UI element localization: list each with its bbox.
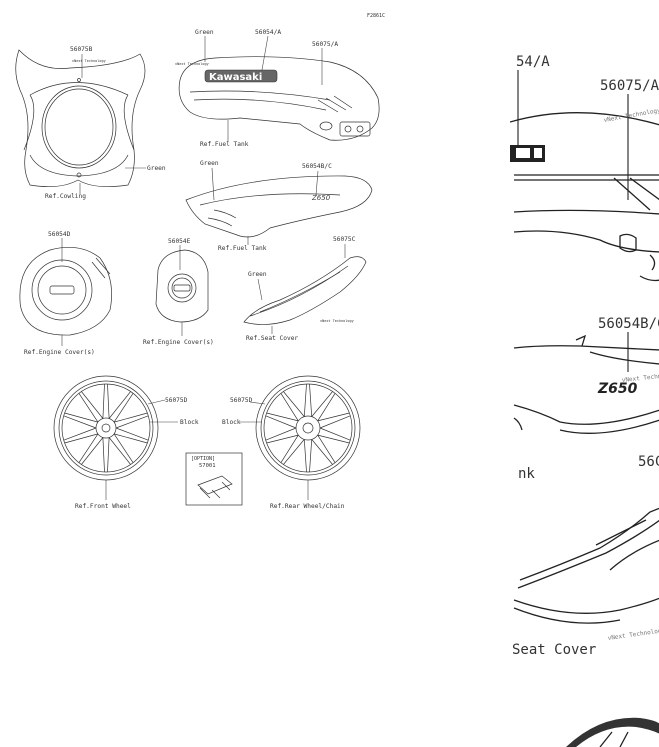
cowling-color-label: Green — [147, 165, 166, 172]
zoom-side-cover-part: 56054B/C — [598, 316, 659, 332]
zoom-sticker-1: vNext Technology — [603, 107, 659, 124]
wheel-spoke — [309, 383, 333, 417]
tank-color-label: Green — [195, 29, 214, 36]
figure-code: F2861C — [367, 13, 385, 19]
wheel-spoke — [115, 415, 149, 441]
option-label: [OPTION] — [191, 456, 215, 462]
engine-cover-left-outline — [19, 247, 112, 336]
wheel-spoke — [266, 393, 299, 422]
fuel-tank-group: Green 56054/A 56075/A Kawasaki vNext Tec… — [175, 29, 380, 148]
zoomed-detail-view: 54/A 56075/A vNext Technology 56054B/C v… — [510, 54, 659, 747]
wheel-spoke — [107, 383, 131, 419]
wheel-spoke — [265, 415, 297, 441]
seat-ref-label: Ref.Seat Cover — [246, 335, 298, 342]
wheel-spoke — [283, 439, 307, 473]
kawasaki-logo-box — [204, 69, 278, 83]
zoom-seat-ref-fragment: Seat Cover — [512, 642, 596, 658]
engine-cover-left-group: 56054D Ref.Engine Cover(s) — [19, 231, 112, 356]
zoom-seat-part-fragment: 56C — [638, 454, 659, 470]
zoom-tank-ref-fragment: nk — [518, 466, 535, 482]
wheel-spoke — [81, 437, 105, 473]
tank-sticker: vNext Technology — [175, 62, 209, 66]
wheel-spoke — [317, 434, 350, 463]
cowling-outline — [15, 49, 146, 187]
wheel-spoke — [81, 383, 105, 419]
tank-part-b-label: 56075/A — [312, 41, 338, 48]
front-wheel-color-label: Block — [180, 419, 199, 426]
side-cover-part-label: 56054B/C — [302, 163, 332, 170]
engine-left-part-label: 56054D — [48, 231, 71, 238]
option-box-group: [OPTION] 57001 — [185, 452, 243, 506]
cowling-ref-label: Ref.Cowling — [45, 193, 86, 200]
engine-left-ref-label: Ref.Engine Cover(s) — [24, 349, 95, 356]
cowling-part-label: 56075B — [70, 46, 93, 53]
wheel-spoke — [107, 437, 131, 473]
seat-sticker: vNext Technology — [320, 319, 354, 323]
engine-right-ref-label: Ref.Engine Cover(s) — [143, 339, 214, 346]
wheel-spoke — [283, 383, 307, 417]
tank-part-a-label: 56054/A — [255, 29, 281, 36]
zoom-sticker-3: vNext Technology — [607, 627, 659, 642]
side-cover-group: Green 56054B/C Z650 Ref.Fuel Tank — [185, 160, 373, 252]
front-wheel-outer — [53, 375, 159, 481]
rear-wheel-group: 56075D Block Ref.Rear Wheel/Chain — [222, 375, 361, 510]
wheel-spoke — [113, 433, 148, 463]
wheel-spoke — [317, 393, 350, 422]
rear-wheel-ref-label: Ref.Rear Wheel/Chain — [270, 503, 345, 510]
side-cover-outline — [185, 175, 373, 238]
wheel-spoke — [64, 393, 99, 423]
rear-wheel-outer — [255, 375, 361, 481]
tank-ref-label: Ref.Fuel Tank — [200, 141, 249, 148]
wheel-spoke — [309, 439, 333, 473]
seat-cover-outline — [243, 256, 367, 325]
wheel-spoke — [266, 434, 299, 463]
fuel-tank-outline — [178, 56, 380, 141]
option-part-label: 57001 — [199, 463, 216, 469]
seat-part-label: 56075C — [333, 236, 356, 243]
cowling-group: 56075B vNext Technology Green Ref.Cowlin… — [15, 46, 166, 200]
decal-parts-diagram: F2861C 56075B vNext Technology Green Ref… — [15, 13, 385, 510]
headlight-opening — [41, 85, 117, 169]
engine-cover-right-outline — [155, 249, 209, 323]
kawasaki-logo-text: Kawasaki — [209, 72, 262, 83]
front-wheel-ref-label: Ref.Front Wheel — [75, 503, 131, 510]
zoom-badge: Z650 — [597, 381, 638, 397]
cowling-sticker: vNext Technology — [72, 59, 106, 63]
wheel-spoke — [64, 433, 99, 463]
seat-cover-group: 56075C Green vNext Technology Ref.Seat C… — [243, 236, 367, 342]
option-box — [185, 452, 243, 506]
front-wheel-group: 56075D Block Ref.Front Wheel — [53, 375, 199, 510]
engine-right-part-label: 56054E — [168, 238, 191, 245]
engine-cover-right-group: 56054E Ref.Engine Cover(s) — [143, 238, 214, 346]
zoom-tank-part-a: 54/A — [516, 54, 550, 70]
wheel-spoke — [113, 393, 148, 423]
zoom-tank-part-b: 56075/A — [600, 78, 659, 94]
side-cover-color-label: Green — [200, 160, 219, 167]
wheel-spoke — [63, 415, 97, 441]
side-cover-badge: Z650 — [311, 194, 331, 202]
rear-wheel-part-label: 56075D — [230, 397, 253, 404]
wheel-spoke — [319, 415, 351, 441]
seat-color-label: Green — [248, 271, 267, 278]
side-cover-ref-label: Ref.Fuel Tank — [218, 245, 267, 252]
front-wheel-part-label: 56075D — [165, 397, 188, 404]
rear-wheel-color-label: Block — [222, 419, 241, 426]
